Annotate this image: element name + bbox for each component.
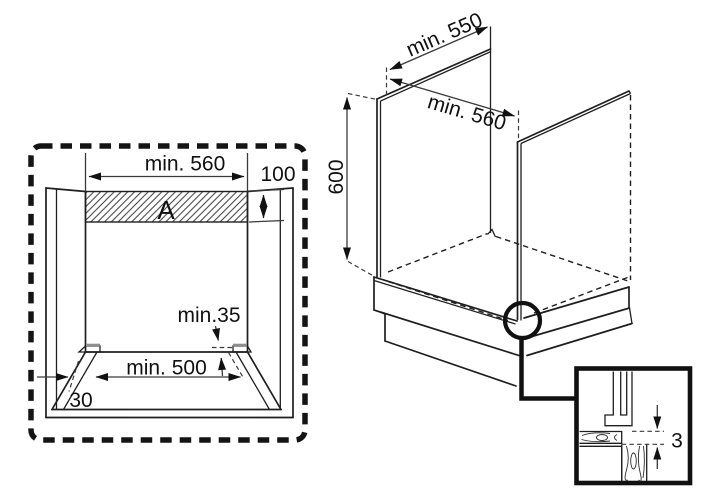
cabinet-outline: [45, 187, 294, 419]
niche-floor: [77, 343, 253, 353]
plinth-depth-label: 30: [69, 389, 92, 412]
wood-rail-section: [579, 430, 623, 444]
niche-width-dimension: min. 560: [84, 153, 249, 192]
front-view: A min. 560 100 min.35: [28, 143, 308, 443]
height-label: 600: [325, 159, 348, 194]
width-label: min. 560: [425, 90, 509, 135]
plinth-depth-dimension: 30: [37, 373, 93, 412]
recess-height-label: 100: [260, 163, 295, 186]
right-panel: [516, 90, 632, 321]
oven-front-profile: [604, 371, 633, 427]
detail-box: [574, 366, 693, 486]
gap-dimension: 3: [621, 405, 683, 469]
hatched-vent-area: [84, 190, 249, 223]
vent-area-label: A: [157, 195, 175, 225]
rear-clearance-label: min.35: [177, 304, 240, 327]
bottom-width-label: min. 500: [126, 357, 207, 380]
detail-view: 3: [574, 366, 693, 486]
left-panel: [376, 26, 492, 278]
cabinet-base: [373, 228, 633, 387]
niche-width-label: min. 560: [145, 153, 226, 176]
depth-label: min. 550: [403, 8, 486, 61]
height-dimension: 600: [325, 92, 378, 277]
detail-circle: [502, 300, 543, 341]
back-notch: [487, 228, 497, 238]
detail-connector-line: [519, 338, 577, 401]
gap-label: 3: [671, 430, 683, 453]
dashed-frame: [28, 143, 308, 443]
bottom-width-dimension: min. 500: [95, 357, 241, 381]
wood-post-section: [621, 444, 648, 482]
plinth-recess: [51, 351, 282, 411]
recess-height-dimension: 100: [248, 163, 296, 223]
perspective-view: 600 min. 550 min. 560: [325, 8, 633, 387]
